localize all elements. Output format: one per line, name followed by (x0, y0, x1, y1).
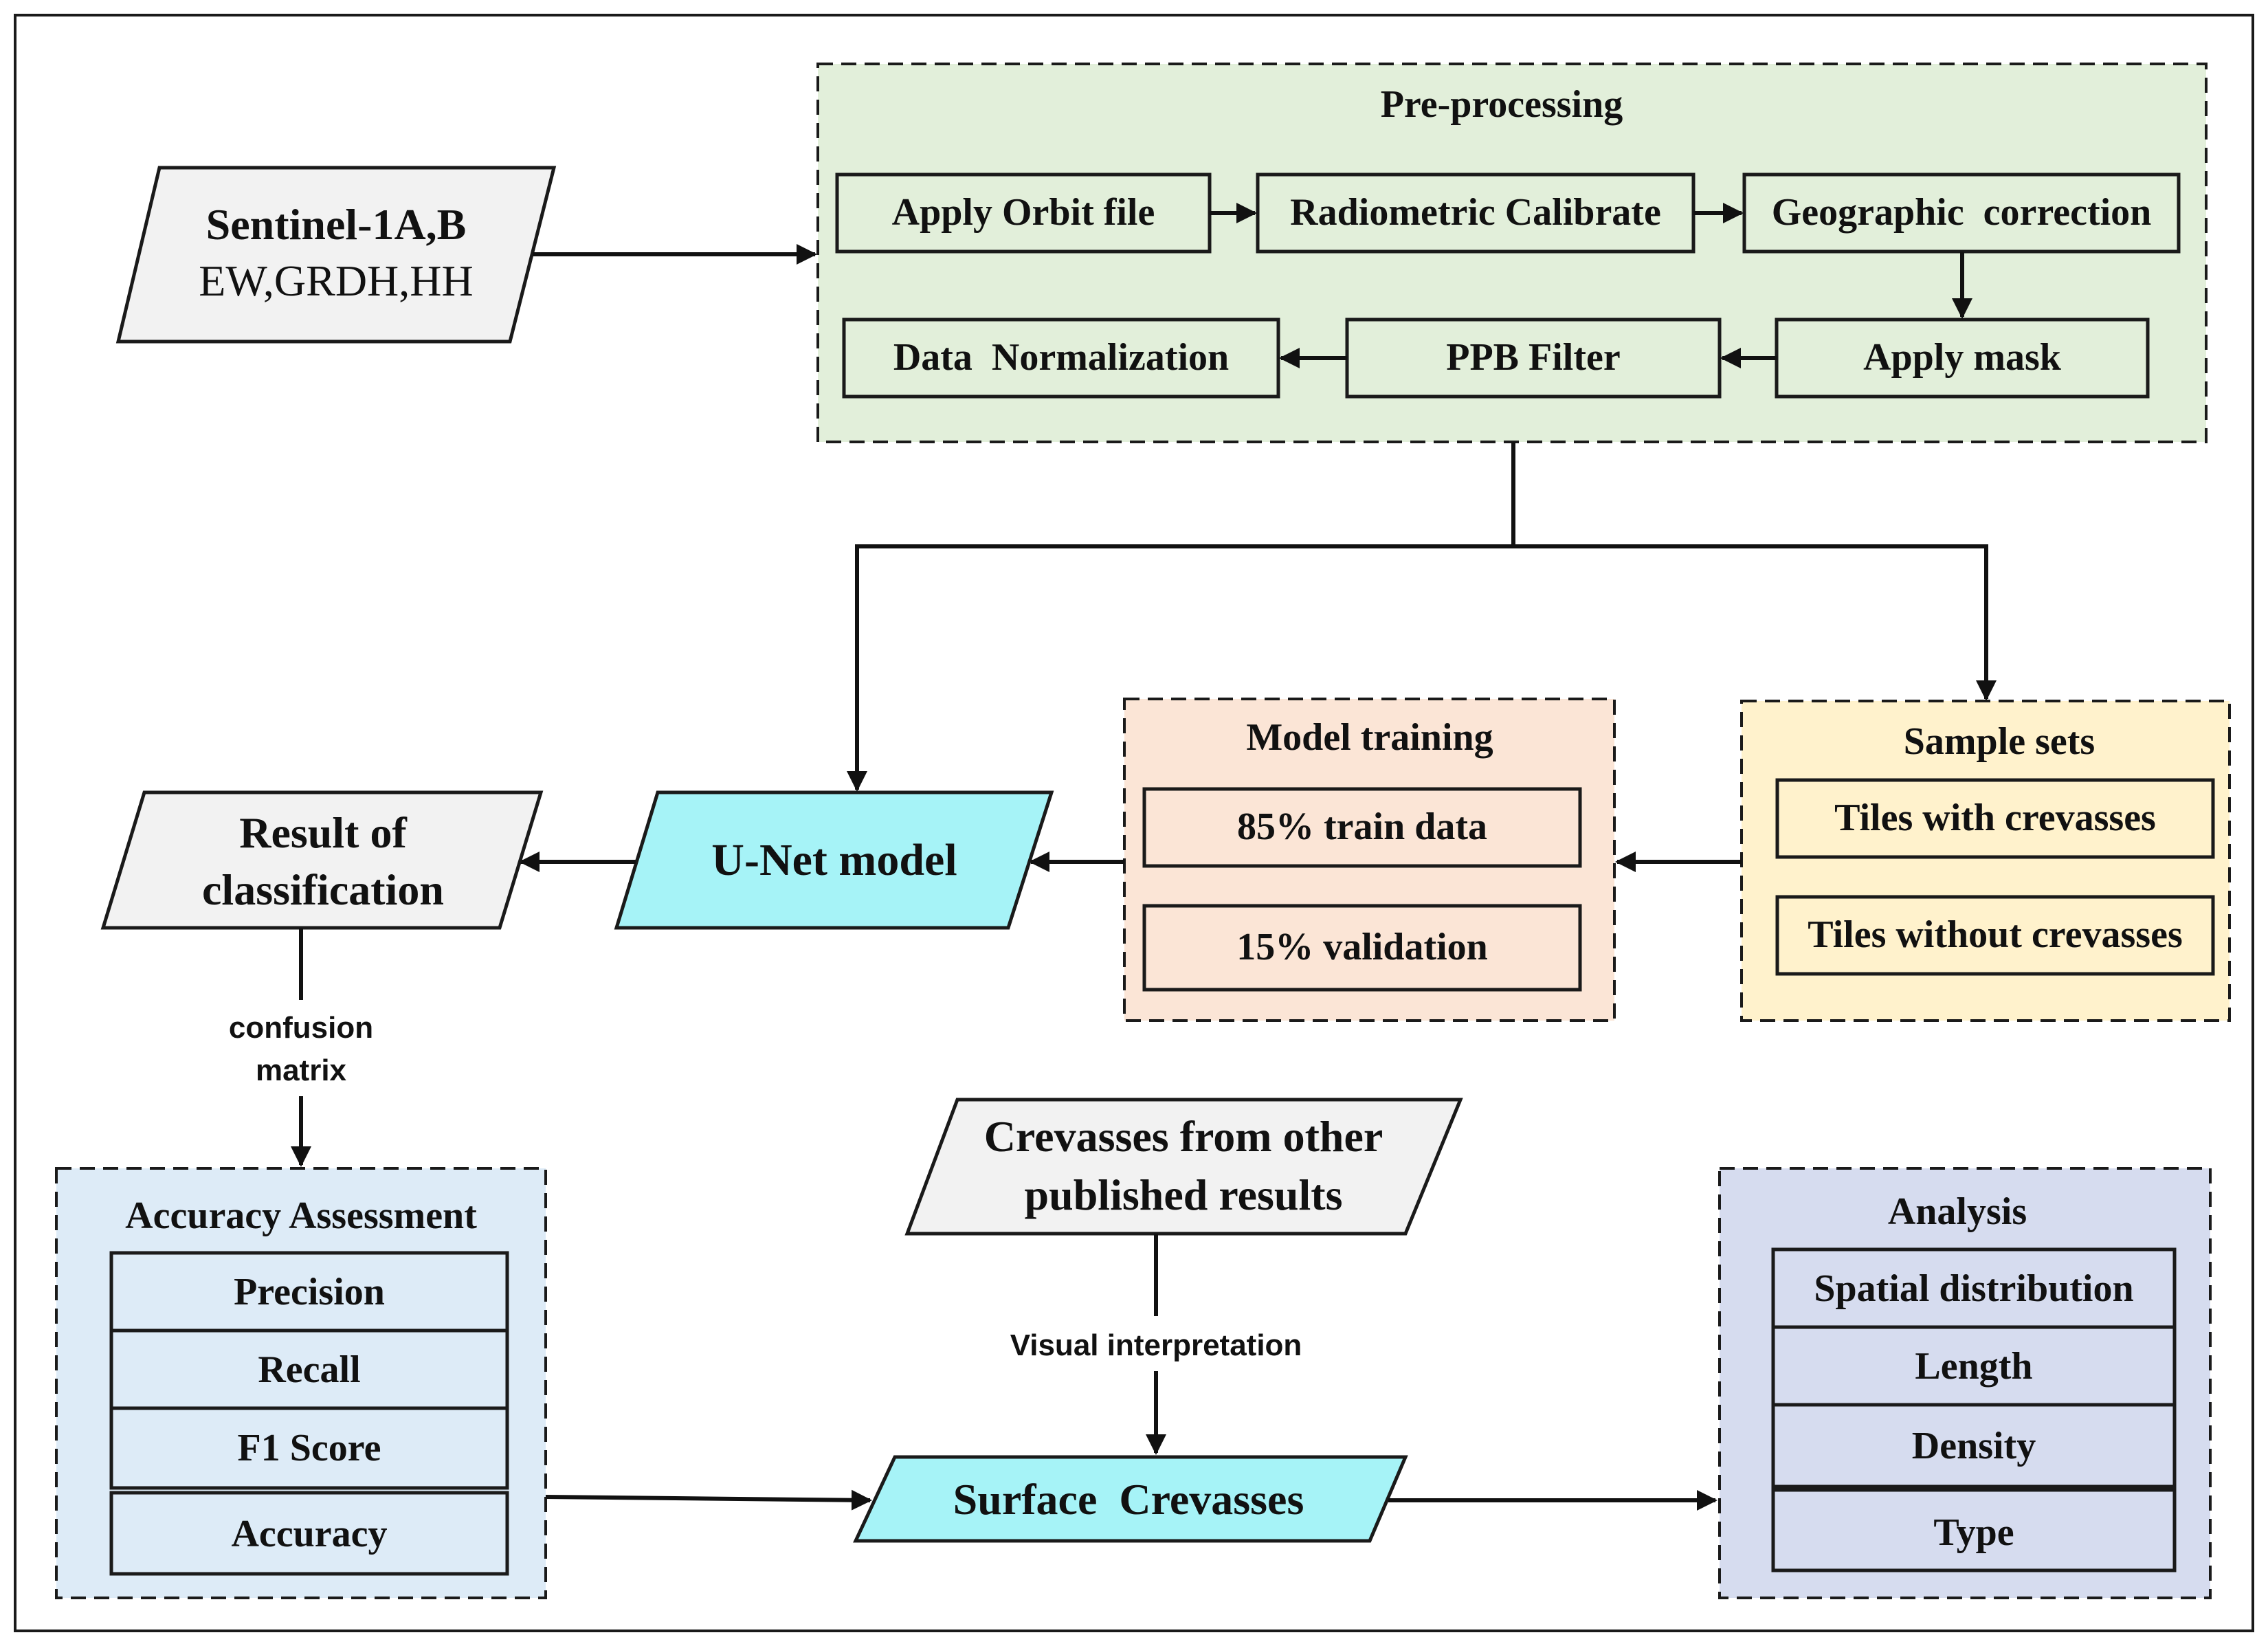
svg-text:Result of: Result of (239, 808, 407, 857)
svg-text:Spatial distribution: Spatial distribution (1814, 1267, 2133, 1310)
analysis-title: Analysis (1888, 1190, 2027, 1233)
svg-text:Tiles without crevasses: Tiles without crevasses (1808, 913, 2182, 956)
svg-text:published results: published results (1025, 1170, 1343, 1219)
svg-text:15% validation: 15% validation (1236, 926, 1488, 968)
svg-text:Tiles with crevasses: Tiles with crevasses (1834, 797, 2156, 839)
published-results: Crevasses from other published results (904, 1098, 1463, 1236)
unet-model: U-Net model (614, 790, 1054, 930)
accuracy-item-precision: Precision (109, 1251, 509, 1333)
sample-sets-group: Sample sets Tiles with crevasses Tiles w… (1740, 700, 2231, 1022)
surface-crevasses-label: Surface Crevasses (953, 1475, 1304, 1524)
svg-text:Apply mask: Apply mask (1863, 336, 2062, 379)
input-subtitle: EW,GRDH,HH (199, 256, 473, 305)
svg-text:Geographic correction: Geographic correction (1772, 191, 2152, 234)
svg-text:F1 Score: F1 Score (238, 1427, 381, 1469)
model-training-title: Model training (1246, 716, 1493, 759)
svg-text:Apply Orbit file: Apply Orbit file (892, 191, 1155, 234)
confusion-matrix-label-line2: matrix (256, 1054, 347, 1087)
sample-item-without-crevasses: Tiles without crevasses (1775, 895, 2215, 976)
accuracy-title: Accuracy Assessment (125, 1194, 477, 1237)
analysis-item-type: Type (1771, 1488, 2177, 1572)
svg-text:Density: Density (1912, 1425, 2036, 1467)
analysis-item-spatial-distribution: Spatial distribution (1771, 1247, 2177, 1329)
accuracy-group: Accuracy Assessment Precision Recall F1 … (55, 1167, 547, 1599)
connector-preprocessing-to-unet (847, 442, 1515, 792)
sample-sets-title: Sample sets (1904, 720, 2095, 763)
svg-text:Type: Type (1933, 1511, 2014, 1554)
svg-text:Length: Length (1915, 1345, 2032, 1388)
outer-frame (14, 14, 2254, 1632)
svg-text:classification: classification (202, 865, 444, 914)
sample-item-with-crevasses: Tiles with crevasses (1775, 778, 2215, 859)
surface-crevasses: Surface Crevasses (853, 1455, 1408, 1543)
result-classification: Result of classification (100, 790, 544, 930)
accuracy-item-recall: Recall (109, 1328, 509, 1410)
svg-text:PPB Filter: PPB Filter (1446, 336, 1620, 379)
step-apply-mask: Apply mask (1775, 318, 2150, 399)
analysis-group: Analysis Spatial distribution Length Den… (1718, 1167, 2212, 1599)
svg-text:85% train data: 85% train data (1237, 805, 1487, 848)
step-apply-orbit-file: Apply Orbit file (835, 173, 1212, 254)
training-item-train-data: 85% train data (1142, 787, 1582, 868)
svg-text:Radiometric Calibrate: Radiometric Calibrate (1290, 191, 1661, 234)
input-sentinel: Sentinel-1A,B EW,GRDH,HH (115, 166, 557, 344)
unet-label: U-Net model (711, 835, 957, 885)
accuracy-item-f1-score: F1 Score (109, 1406, 509, 1490)
input-title: Sentinel-1A,B (206, 200, 467, 249)
accuracy-item-accuracy: Accuracy (109, 1491, 509, 1576)
step-geographic-correction: Geographic correction (1742, 173, 2181, 254)
arrow-accuracy-to-surface (545, 1489, 872, 1511)
svg-text:Data Normalization: Data Normalization (893, 336, 1229, 379)
svg-text:Recall: Recall (258, 1348, 360, 1391)
svg-text:Accuracy: Accuracy (231, 1513, 387, 1555)
svg-text:Precision: Precision (234, 1271, 385, 1313)
preprocessing-title: Pre-processing (1381, 83, 1623, 126)
step-radiometric-calibrate: Radiometric Calibrate (1256, 173, 1696, 254)
svg-text:Crevasses from other: Crevasses from other (984, 1112, 1383, 1161)
visual-interpretation-label: Visual interpretation (1010, 1328, 1302, 1362)
step-data-normalization: Data Normalization (842, 318, 1280, 399)
analysis-item-density: Density (1771, 1403, 2177, 1489)
confusion-matrix-label-line1: confusion (229, 1011, 373, 1045)
preprocessing-group: Pre-processing Apply Orbit file Radiomet… (816, 63, 2208, 443)
step-ppb-filter: PPB Filter (1345, 318, 1722, 399)
connector-preprocessing-to-samples (1513, 544, 1997, 701)
model-training-group: Model training 85% train data 15% valida… (1123, 698, 1616, 1022)
analysis-item-length: Length (1771, 1325, 2177, 1407)
training-item-validation: 15% validation (1142, 904, 1582, 992)
